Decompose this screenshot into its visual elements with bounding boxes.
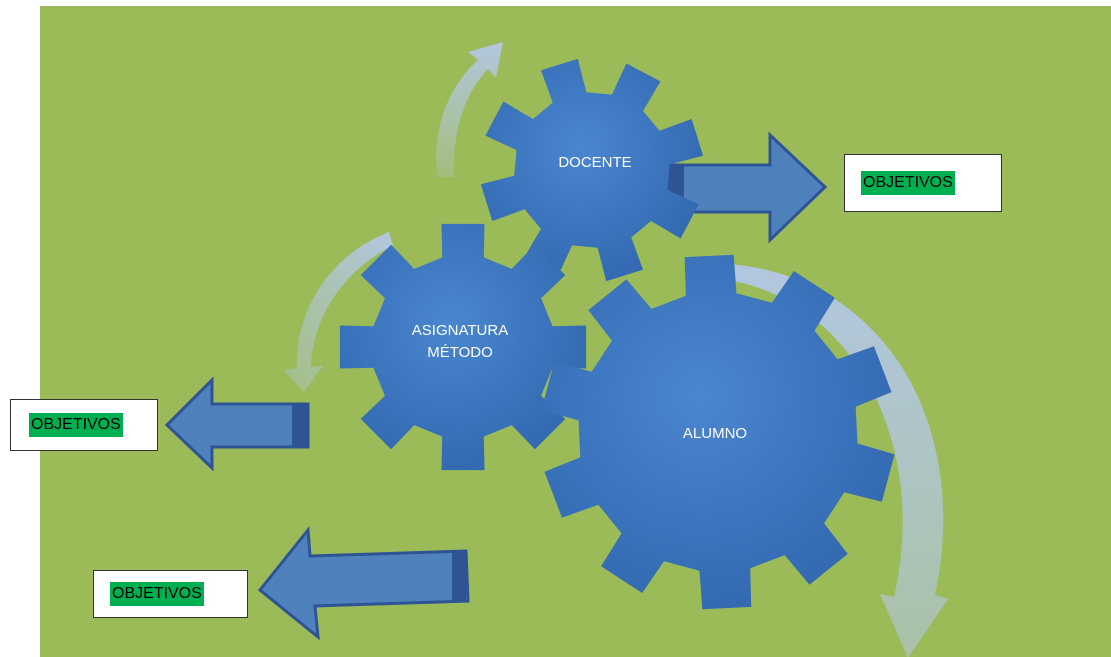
block-arrow-middle-left [164,376,310,472]
gear-label-asignatura: ASIGNATURA MÉTODO [390,320,530,364]
asignatura-text: ASIGNATURA [411,322,509,339]
gear-docente-icon [480,58,704,282]
metodo-text: MÉTODO [427,344,493,361]
objetivos-label-bottom-left: OBJETIVOS [110,582,204,606]
objetivos-box-bottom-left: OBJETIVOS [93,570,248,618]
curved-arrow-top [436,42,503,177]
objetivos-label-middle-left: OBJETIVOS [29,413,123,437]
objetivos-box-top-right: OBJETIVOS [844,154,1002,212]
block-arrow-bottom-left-tail [452,551,466,601]
block-arrow-bottom-left [257,526,470,641]
objetivos-box-middle-left: OBJETIVOS [10,399,158,451]
block-arrow-middle-left-tail [292,404,308,447]
alumno-text: ALUMNO [682,425,748,442]
curved-arrow-right [728,264,948,657]
gear-label-alumno: ALUMNO [660,423,770,445]
objetivos-label-top-right: OBJETIVOS [861,171,955,195]
docente-text: DOCENTE [558,154,632,171]
gear-label-docente: DOCENTE [550,152,640,174]
gear-alumno-icon [541,254,895,610]
curved-arrow-left [283,232,393,392]
gear-asignatura-icon [339,223,587,471]
